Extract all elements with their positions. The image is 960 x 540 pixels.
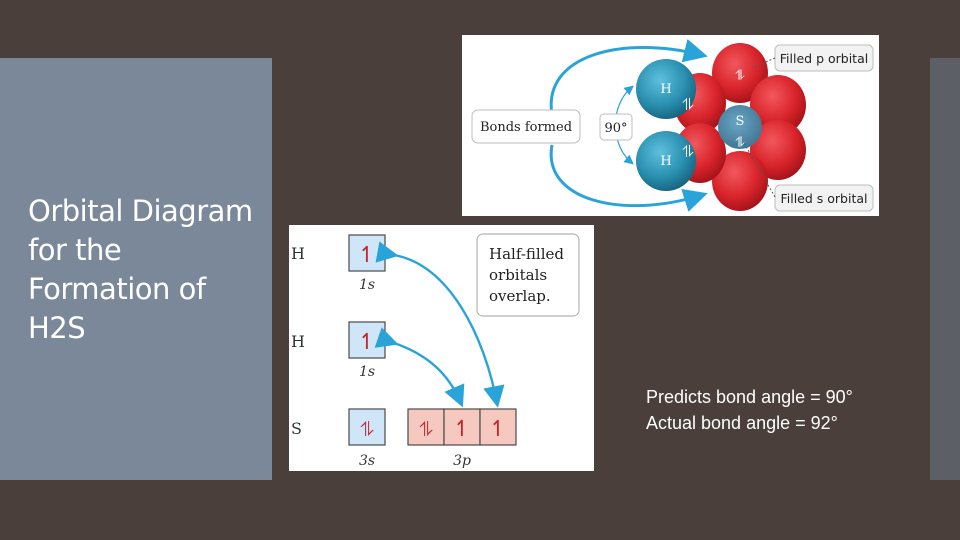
spin-up-icon: ↿ (489, 417, 507, 442)
sublevel-label: 1s (359, 364, 375, 380)
angle-label: 90° (604, 121, 627, 136)
filled-s-callout (774, 184, 874, 212)
callout-line: orbitals (489, 266, 547, 284)
half-filled-callout (476, 233, 580, 317)
spin-pair-icon: ⥮ (419, 417, 434, 441)
bonds-formed-callout (471, 109, 581, 144)
sublevel-label: 3s (359, 453, 375, 469)
atom-h-label: H (660, 154, 671, 169)
bonds-formed-label: Bonds formed (480, 120, 572, 135)
right-edge-strip (930, 58, 960, 480)
spin-up-icon: ↿ (453, 417, 471, 442)
molecule-overlap-figure: Bonds formed 90° Filled p orbital Filled… (462, 35, 879, 216)
atom-h-label: H (660, 82, 671, 97)
spin-up-icon: ↿ (358, 243, 376, 268)
filled-p-label: Filled p orbital (780, 51, 868, 66)
orbital-box-s-3s (348, 408, 386, 446)
p-orbital-lobe-icon (750, 75, 806, 135)
p-orbital-lobe-icon (712, 151, 768, 211)
spin-up-icon: ↿ (358, 330, 376, 355)
orbital-box-s-3p-3 (479, 408, 517, 446)
sulfur-atom-icon (718, 105, 762, 149)
bond-arrow-upper (549, 38, 708, 116)
overlap-arrow-2 (374, 327, 465, 408)
callout-line: overlap. (489, 287, 551, 305)
actual-angle-text: Actual bond angle = 92° (646, 413, 838, 433)
atom-s-label: S (736, 114, 745, 129)
slide-title: Orbital Diagram for the Formation of H2S (28, 194, 253, 345)
bond-arrow-lower (549, 144, 708, 212)
overlap-arrow-1 (375, 241, 505, 408)
hydrogen-atom-icon (636, 131, 696, 191)
row-atom-label: H (291, 244, 305, 263)
p-orbital-lobe-icon (712, 43, 768, 103)
spin-pair-icon: ⥮ (682, 95, 694, 114)
spin-pair-icon: ⥮ (735, 68, 745, 84)
orbital-box-s-3p-2 (443, 408, 481, 446)
predicted-angle-text: Predicts bond angle = 90° (646, 387, 853, 407)
bond-angle-notes: Predicts bond angle = 90° Actual bond an… (646, 384, 853, 436)
p-orbital-lobe-icon (750, 120, 806, 180)
hydrogen-atom-icon (636, 59, 696, 119)
sublevel-label: 1s (359, 277, 375, 293)
callout-line: Half-filled (489, 245, 564, 263)
sublevel-label-3p: 3p (453, 453, 471, 469)
orbital-box-figure: H H S ↿ 1s ↿ 1s ⥮ 3s ⥮ ↿ ↿ 3p Half-fille… (289, 225, 594, 471)
row-atom-label: S (291, 419, 302, 438)
spin-pair-icon: ⥮ (682, 142, 694, 161)
row-atom-label: H (291, 332, 305, 351)
spin-pair-icon: ⥮ (360, 417, 375, 441)
angle-callout (599, 113, 633, 141)
filled-s-label: Filled s orbital (780, 191, 867, 206)
title-panel (0, 58, 272, 480)
spin-pair-icon: ⥮ (735, 135, 745, 151)
